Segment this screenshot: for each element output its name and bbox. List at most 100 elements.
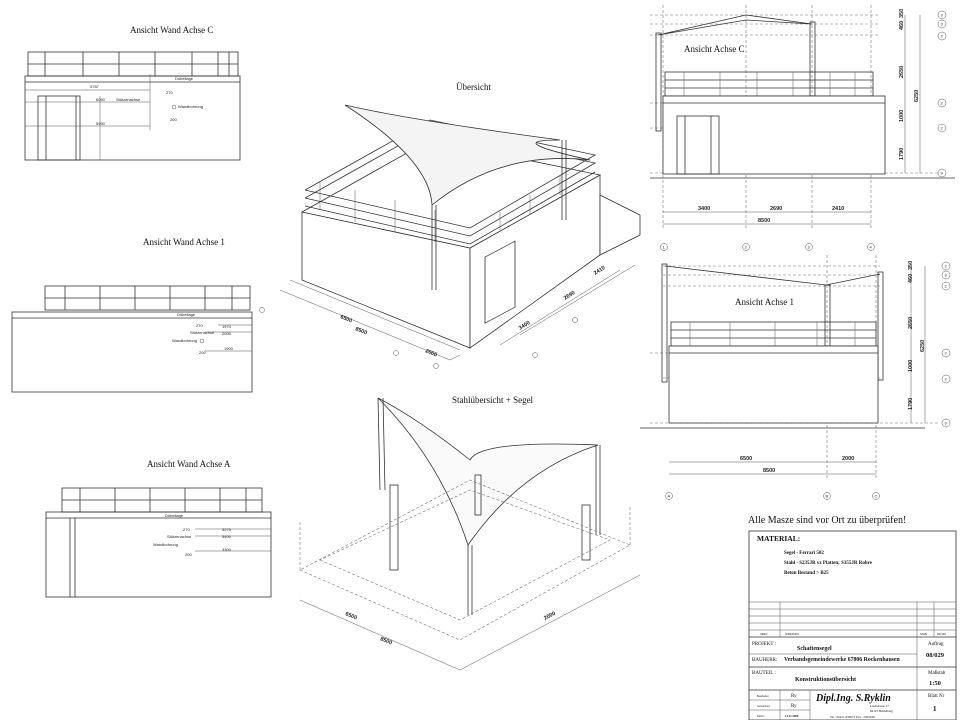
dimension: 8500 [763,468,775,474]
axis-markers: 1 2 3 4 [660,243,875,251]
dimension: 3400 [698,206,710,212]
projekt-label: PROJEKT : [752,642,776,647]
massstab-value: 1:50 [929,680,941,687]
view-steel-isometric: Stahlübersicht + Segel 6500 8500 2000 [299,395,641,671]
view-title: Ansicht Wand Achse 1 [143,237,225,247]
label-wandbohrung: Wandbohrung [172,338,197,343]
blatt-value: 1 [933,705,937,713]
label-wandbohrung: Wandbohrung [178,104,203,109]
dimension: 2410 [593,265,607,277]
axis-markers: A B C [665,492,880,500]
label-stuetzenachse: Stützenachse [167,534,192,539]
level-marker: 9 [941,171,944,176]
auftrag-value: 08/029 [926,652,945,659]
dimension: 460 [908,274,914,283]
dimension: 2000 [222,331,232,336]
view-title: Ansicht Wand Achse C [130,25,213,35]
gezeichnet-value: Ry [791,704,797,709]
rev-header: NAME [920,633,928,636]
rev-header: DATUM [937,633,946,636]
dimension: 270 [166,90,173,95]
view-title: Ansicht Achse C [684,44,745,54]
dimension: 6250 [914,90,920,102]
material-line: Stahl - S235JR vz Platten; S355JR Rohre [784,561,873,566]
axis-label: A [668,494,671,499]
axis-label: 3 [808,245,811,250]
dimension: 200 [199,350,206,355]
label-duebellage: Dübellage [175,76,194,81]
dimension: 2410 [832,206,844,212]
dimension: 1790 [899,148,905,160]
bauteil-value: Konstruktionsübersicht [795,677,856,683]
dimension: 200 [170,117,177,122]
level-marker: 2 [945,284,948,289]
dimension: 200 [185,552,192,557]
rev-header: ÄNDERUNG [785,633,799,636]
axis-label: 1 [663,245,666,250]
level-marker: 2 [945,377,948,382]
axis-label: B [826,494,829,499]
bauherr-value: Verbandsgemeindewerke 67806 Rockenhausen [784,657,901,663]
level-marker: 2 [945,351,948,356]
bearbeitet-label: Bearbeitet [757,695,769,698]
rev-header: INDEX [760,633,768,636]
dimension: 3275 [222,527,232,532]
datum-label: Datum [757,715,764,718]
view-wall-c: Ansicht Wand Achse C Dübellage 5787 6090… [24,25,241,161]
company-name: Dipl.Ing. S.Ryklin [815,693,891,704]
dimension: 270 [183,527,190,532]
company-street: Lisztstrasse 17 [870,704,889,708]
company-phone: Tel.: 06221-830673 Fax: -7965048 [830,715,875,719]
level-markers: 3 3 2 2 2 9 [937,10,947,178]
blatt-label: Blatt Nr [928,694,945,699]
level-marker: 3 [941,13,944,18]
view-title: Ansicht Achse 1 [735,297,794,307]
dimension: 1900 [224,346,234,351]
dimension: 1790 [908,398,914,410]
level-marker: 2 [941,34,944,39]
view-axis-1-elevation: Ansicht Achse 1 6500 2000 8500 460 350 2… [640,255,951,500]
dimension: 350 [908,261,914,270]
title-block: MATERIAL: Segel - Ferrari 502 Stahl - S2… [748,530,957,720]
material-line: Segel - Ferrari 502 [784,551,824,556]
view-wall-a: Ansicht Wand Achse A Dübellage 3275 3400… [45,459,272,598]
level-marker: 3 [945,273,948,278]
dimension: 3300 [222,547,232,552]
level-marker: 9 [945,421,948,426]
label-stuetzenachse: Stützenachse [190,330,215,335]
company-city: 69123 Heidelberg [870,709,893,713]
label-duebellage: Dübellage [177,312,196,317]
level-markers: 2 3 2 2 2 9 [941,261,951,428]
dimension: 6500 [740,456,752,462]
bauteil-label: BAUTEIL : [752,671,776,676]
dimension: 2650 [899,66,905,78]
bearbeitet-value: Ry [791,694,797,699]
dimension: 6250 [920,340,926,352]
level-marker: 2 [941,101,944,106]
view-title: Übersicht [456,82,491,92]
dimension: 1000 [908,360,914,372]
dimension: 2650 [908,317,914,329]
gezeichnet-label: Gezeichnet [757,705,770,708]
dimension: 3400 [518,320,532,332]
label-wandbohrung: Wandbohrung [153,542,178,547]
view-title: Ansicht Wand Achse A [147,459,231,469]
level-marker: 2 [945,264,948,269]
verification-notice: Alle Masze sind vor Ort zu überprüfen! [748,515,906,526]
dimension: 6500 [339,314,353,324]
axis-label: C [875,494,878,499]
dimension: 8500 [379,636,393,646]
massstab-label: Maßstab [928,671,946,676]
dimension: 460 [899,21,905,30]
level-marker: 2 [941,126,944,131]
axis-label: 4 [870,245,873,250]
view-overview-isometric: Übersicht 6500 8500 2000 3400 2690 2410 [279,82,641,369]
dimension: 3400 [222,534,232,539]
dimension: 2000 [543,611,557,622]
dimension: 6090 [96,97,106,102]
datum-value: 14.11.2008 [785,714,799,718]
dimension: 2690 [770,206,782,212]
label-stuetzenachse: Stützenachse [116,97,141,102]
dimension: 8500 [354,326,368,336]
